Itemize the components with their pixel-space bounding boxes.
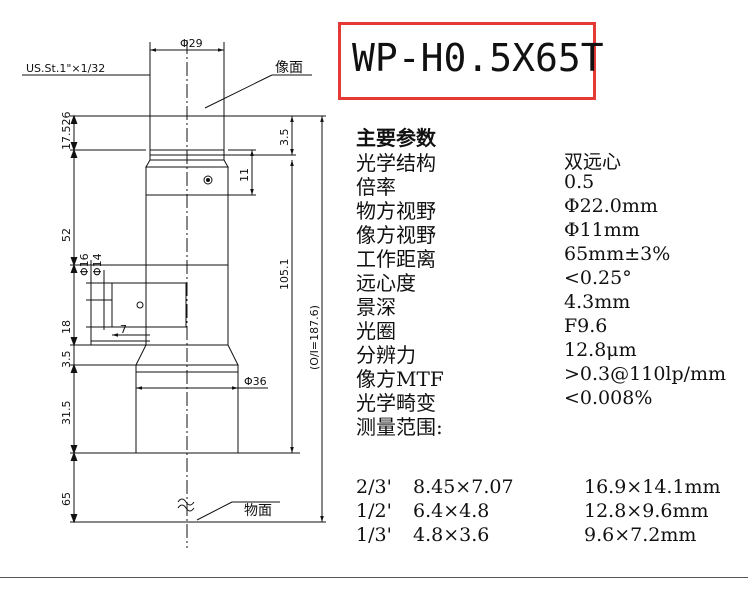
image-plane-label: 像面 bbox=[275, 60, 303, 76]
spec-value: F9.6 bbox=[564, 315, 608, 337]
dim-52-label: 52 bbox=[60, 228, 73, 242]
dim-105-1-label: 105.1 bbox=[278, 259, 291, 291]
spec-label: 远心度 bbox=[356, 271, 416, 295]
illumination-port bbox=[111, 282, 147, 328]
dim-total-label: (O/I=187.6) bbox=[308, 305, 321, 370]
dim-17-526-label: 17.526 bbox=[60, 112, 73, 151]
spec-label: 光圈 bbox=[356, 319, 396, 343]
spec-label: 倍率 bbox=[356, 175, 396, 199]
bottom-divider bbox=[0, 577, 748, 578]
dia-29-label: Φ29 bbox=[180, 37, 203, 50]
sensor-object-size: 16.9×14.1mm bbox=[584, 476, 721, 498]
spec-value: 双远心 bbox=[564, 151, 622, 173]
spec-value: 0.5 bbox=[564, 171, 595, 193]
spec-value: <0.25° bbox=[564, 267, 632, 289]
dim-7-label: 7 bbox=[120, 323, 127, 336]
spec-label: 分辨力 bbox=[356, 343, 416, 367]
model-title-box bbox=[338, 22, 596, 100]
dia-16-label: Φ16 bbox=[78, 253, 91, 276]
spec-value: >0.3@110lp/mm bbox=[564, 363, 727, 385]
spec-value: 4.3mm bbox=[564, 291, 631, 313]
spec-label: 景深 bbox=[356, 295, 396, 319]
sensor-format: 1/2' bbox=[356, 500, 392, 522]
dim-11-label: 11 bbox=[238, 168, 251, 182]
spec-value: 65mm±3% bbox=[564, 243, 671, 265]
dia-36-label: Φ36 bbox=[244, 375, 267, 388]
dim-65-label: 65 bbox=[60, 492, 73, 506]
spec-label: 光学结构 bbox=[356, 151, 436, 175]
model-title: WP-H0.5X65T bbox=[352, 36, 604, 80]
spec-value: 12.8μm bbox=[564, 339, 637, 361]
dim-3-5-left-label: 3.5 bbox=[60, 351, 73, 369]
lens-technical-drawing: US.St.1"×1/32 像面 物面 Φ29 Φ36 7 17.526 52 … bbox=[22, 37, 326, 548]
spec-value: Φ22.0mm bbox=[564, 195, 658, 217]
spec-value: Φ11mm bbox=[564, 219, 640, 241]
sensor-object-size: 12.8×9.6mm bbox=[584, 500, 709, 522]
spec-label: 像方MTF bbox=[356, 367, 444, 391]
spec-label: 光学畸变 bbox=[356, 391, 436, 415]
sensor-format: 1/3' bbox=[356, 524, 392, 546]
spec-label: 测量范围: bbox=[356, 415, 443, 439]
dim-31-5-label: 31.5 bbox=[60, 401, 73, 426]
thread-label: US.St.1"×1/32 bbox=[26, 62, 105, 75]
dim-18-label: 18 bbox=[60, 320, 73, 334]
spec-label: 物方视野 bbox=[356, 199, 436, 223]
sensor-image-size: 8.45×7.07 bbox=[413, 476, 514, 498]
sensor-format: 2/3' bbox=[356, 476, 392, 498]
dia-14-label: Φ14 bbox=[91, 253, 104, 276]
spec-heading: 主要参数 bbox=[356, 126, 436, 150]
object-plane-label: 物面 bbox=[244, 503, 272, 519]
sensor-image-size: 6.4×4.8 bbox=[413, 500, 490, 522]
dim-3-5-right-label: 3.5 bbox=[278, 129, 291, 147]
spec-value: <0.008% bbox=[564, 387, 653, 409]
front-barrel bbox=[135, 364, 239, 454]
sensor-image-size: 4.8×3.6 bbox=[413, 524, 490, 546]
sensor-object-size: 9.6×7.2mm bbox=[584, 524, 697, 546]
lens-barrel bbox=[145, 194, 229, 346]
spec-label: 像方视野 bbox=[356, 223, 436, 247]
spec-label: 工作距离 bbox=[356, 247, 436, 271]
